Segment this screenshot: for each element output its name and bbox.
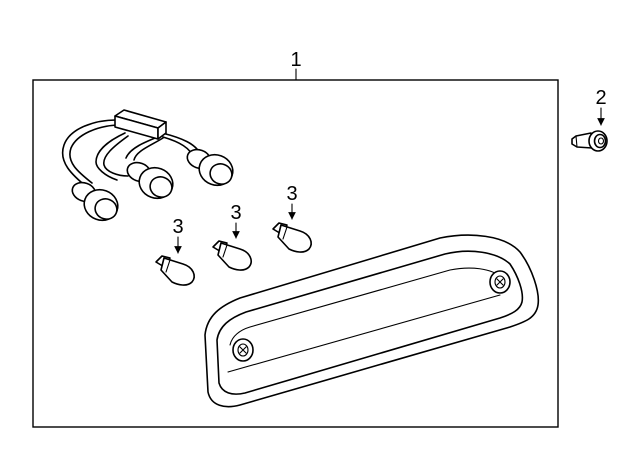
wiring-harness [61,109,234,222]
bulb-right [272,222,312,253]
callout-3-label-left: 3 [172,216,183,238]
callout-3-label-middle: 3 [230,202,241,224]
nut-part [571,130,608,152]
assembly-frame [32,79,559,428]
callout-2-label: 2 [595,87,606,109]
callout-3-label-right: 3 [286,183,297,205]
bulb-middle [212,240,252,271]
callout-1-label: 1 [290,49,301,71]
stop-lamp-housing [204,234,540,408]
bulb-left [155,255,195,286]
